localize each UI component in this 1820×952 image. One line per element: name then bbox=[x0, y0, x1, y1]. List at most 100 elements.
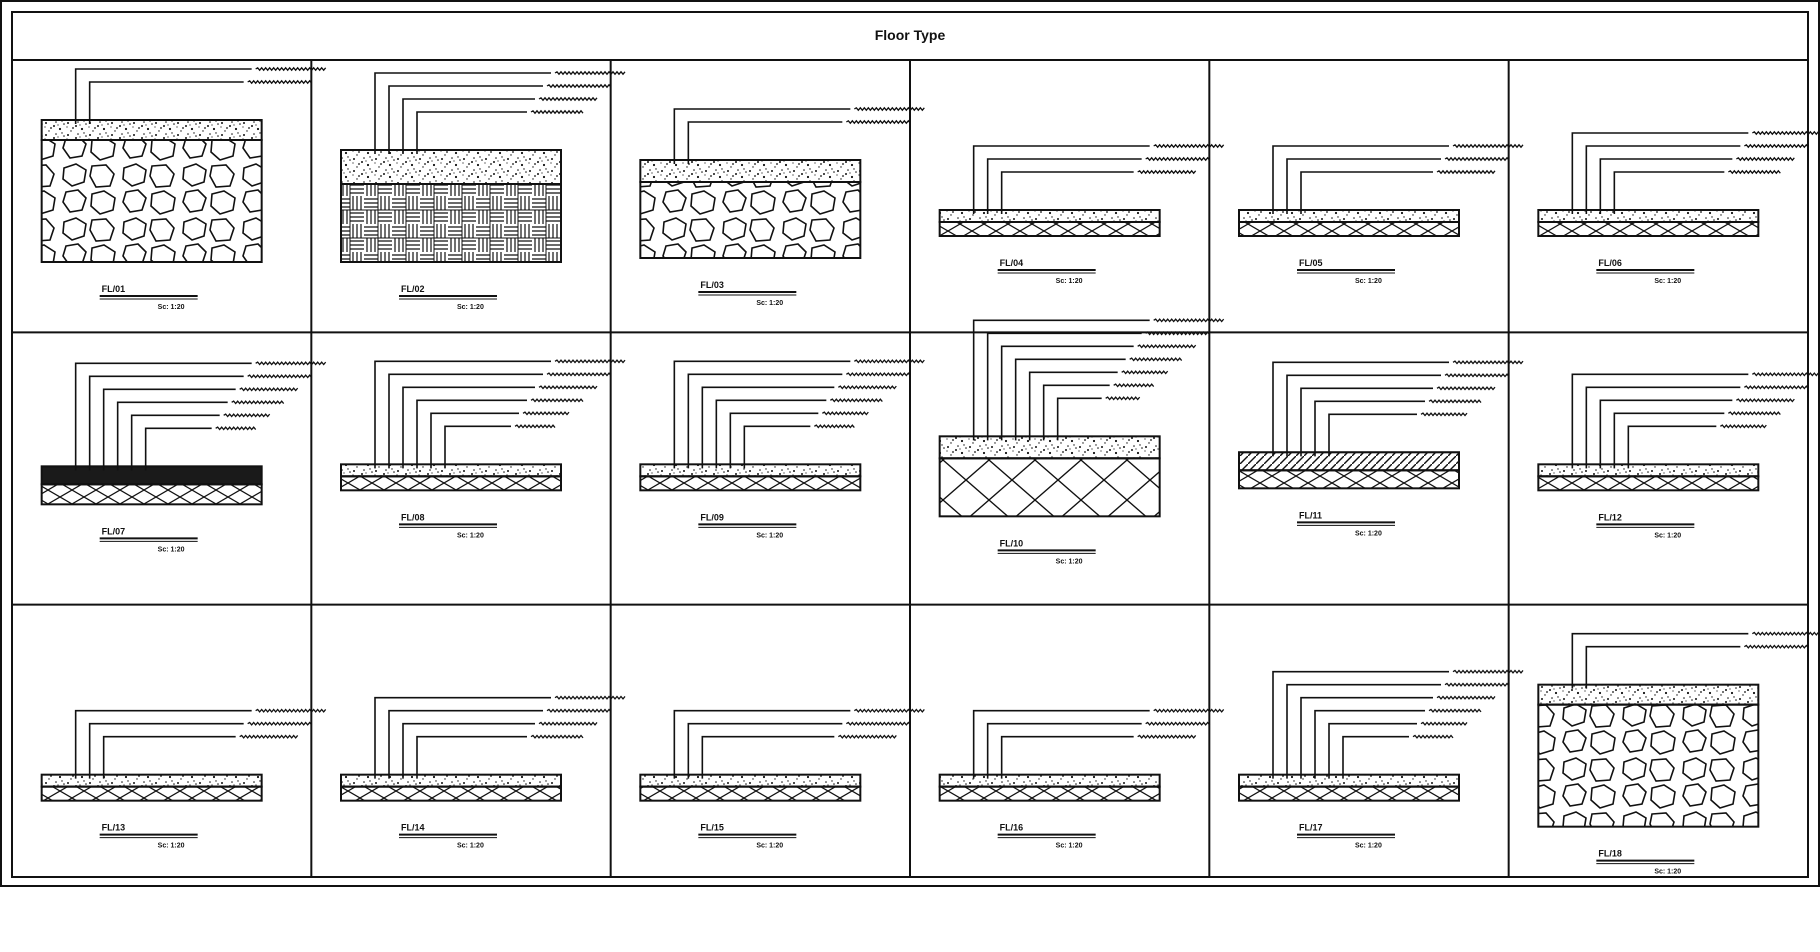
annotation-scribble bbox=[813, 424, 855, 429]
finish-layer bbox=[1537, 683, 1760, 706]
annotation-scribble bbox=[1129, 357, 1183, 362]
leader-line bbox=[116, 401, 228, 471]
annotation-scribble bbox=[829, 398, 883, 403]
detail-code: FL/10 bbox=[1000, 538, 1024, 548]
annotation-scribble bbox=[853, 359, 925, 364]
detail-code: FL/02 bbox=[401, 284, 425, 294]
leader-line bbox=[1028, 371, 1118, 441]
annotation-scribble bbox=[853, 106, 925, 112]
annotation-scribble bbox=[239, 734, 299, 739]
detail-code: FL/14 bbox=[401, 823, 425, 833]
annotation-scribble bbox=[514, 424, 556, 429]
annotation-scribble bbox=[538, 96, 598, 102]
leader-line bbox=[74, 68, 252, 124]
scale-label: Sc: 1:20 bbox=[1355, 843, 1382, 850]
leader-line bbox=[986, 722, 1142, 779]
scale-label: Sc: 1:20 bbox=[158, 546, 185, 553]
annotation-scribble bbox=[1735, 156, 1795, 162]
scale-label: Sc: 1:20 bbox=[1355, 278, 1382, 285]
detail-code: FL/04 bbox=[1000, 258, 1024, 268]
leader-line bbox=[388, 373, 543, 469]
leader-line bbox=[1328, 413, 1417, 457]
annotation-scribble bbox=[255, 708, 327, 713]
leader-line bbox=[687, 121, 843, 164]
substrate-layer bbox=[40, 785, 263, 802]
annotation-scribble bbox=[1153, 318, 1225, 323]
leader-line bbox=[1571, 373, 1749, 469]
annotation-scribble bbox=[239, 387, 299, 392]
scale-label: Sc: 1:20 bbox=[1056, 278, 1083, 285]
finish-layer bbox=[40, 465, 263, 486]
leader-line bbox=[673, 108, 851, 164]
annotation-scribble bbox=[538, 721, 598, 726]
leader-line bbox=[416, 399, 527, 469]
annotation-scribble bbox=[1145, 156, 1211, 162]
annotation-scribble bbox=[530, 398, 584, 403]
leader-line bbox=[402, 386, 535, 469]
leader-line bbox=[374, 696, 551, 779]
scale-label: Sc: 1:20 bbox=[756, 300, 783, 307]
leader-line bbox=[972, 709, 1150, 779]
leader-line bbox=[1328, 722, 1417, 779]
leader-line bbox=[1571, 632, 1749, 689]
leader-line bbox=[1314, 709, 1425, 779]
annotation-scribble bbox=[837, 385, 897, 390]
leader-line bbox=[1042, 384, 1110, 441]
leader-line bbox=[388, 709, 543, 779]
scale-label: Sc: 1:20 bbox=[1056, 843, 1083, 850]
leader-line bbox=[430, 412, 519, 469]
substrate-layer bbox=[938, 785, 1161, 802]
finish-layer bbox=[1238, 209, 1460, 223]
annotation-scribble bbox=[1153, 143, 1225, 149]
leader-line bbox=[673, 360, 851, 469]
leader-line bbox=[1286, 683, 1441, 779]
substrate-layer bbox=[1537, 221, 1760, 237]
annotation-scribble bbox=[1428, 399, 1482, 404]
annotation-scribble bbox=[1751, 631, 1820, 636]
annotation-scribble bbox=[1743, 143, 1809, 149]
detail-code: FL/06 bbox=[1598, 258, 1622, 268]
leader-line bbox=[986, 158, 1142, 214]
annotation-scribble bbox=[247, 721, 313, 726]
annotation-scribble bbox=[821, 411, 869, 416]
scale-label: Sc: 1:20 bbox=[756, 843, 783, 850]
scale-label: Sc: 1:20 bbox=[1355, 530, 1382, 537]
annotation-scribble bbox=[554, 695, 626, 700]
annotation-scribble bbox=[845, 372, 911, 377]
annotation-scribble bbox=[1444, 682, 1510, 687]
leader-line bbox=[1571, 132, 1749, 214]
finish-layer bbox=[1537, 463, 1760, 478]
annotation-scribble bbox=[538, 385, 598, 390]
annotation-scribble bbox=[1444, 373, 1510, 378]
substrate-layer bbox=[639, 181, 862, 259]
finish-layer bbox=[639, 773, 862, 788]
detail-code: FL/08 bbox=[401, 512, 425, 522]
scale-label: Sc: 1:20 bbox=[1056, 558, 1083, 565]
annotation-scribble bbox=[1137, 344, 1197, 349]
leader-line bbox=[388, 85, 543, 154]
leader-line bbox=[701, 386, 835, 469]
annotation-scribble bbox=[247, 79, 313, 85]
annotation-scribble bbox=[1436, 386, 1496, 391]
finish-layer bbox=[40, 773, 263, 788]
annotation-scribble bbox=[1412, 734, 1454, 739]
leader-line bbox=[972, 319, 1150, 441]
detail-code: FL/12 bbox=[1598, 512, 1622, 522]
annotation-scribble bbox=[1751, 372, 1820, 377]
leader-line bbox=[1056, 397, 1102, 441]
leader-line bbox=[1627, 425, 1717, 469]
annotation-scribble bbox=[845, 721, 911, 726]
detail-code: FL/16 bbox=[1000, 823, 1024, 833]
scale-label: Sc: 1:20 bbox=[1654, 532, 1681, 539]
substrate-layer bbox=[1537, 475, 1760, 492]
leader-line bbox=[1300, 171, 1433, 214]
annotation-scribble bbox=[1153, 708, 1225, 713]
annotation-scribble bbox=[546, 372, 612, 377]
